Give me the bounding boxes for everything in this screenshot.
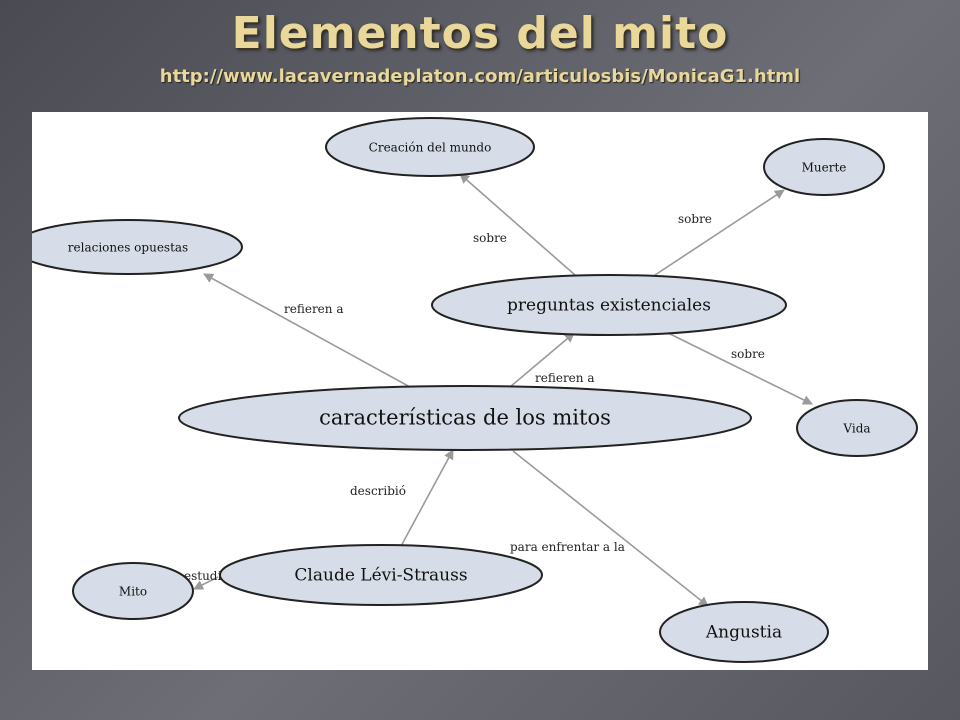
edge-caracteristicas-preguntas bbox=[509, 332, 575, 388]
edge-claude-caracteristicas bbox=[399, 449, 454, 549]
edge-label-describio: describió bbox=[350, 484, 406, 498]
edge-preguntas-creacion bbox=[459, 173, 576, 276]
edge-claude-mito bbox=[193, 576, 219, 590]
edge-label-refieren-relaciones: refieren a bbox=[284, 302, 343, 316]
edge-label-para-enfrentar: para enfrentar a la bbox=[510, 540, 625, 554]
node-preguntas-existenciales bbox=[431, 274, 787, 336]
node-mito bbox=[72, 562, 194, 620]
slide-subtitle-link[interactable]: http://www.lacavernadeplaton.com/articul… bbox=[159, 66, 801, 87]
edge-label-refieren-preguntas: refieren a bbox=[535, 371, 594, 385]
concept-map: sobre sobre sobre refieren a refieren a … bbox=[32, 117, 918, 663]
edge-preguntas-vida bbox=[665, 331, 813, 405]
node-label-relaciones: relaciones opuestas bbox=[68, 241, 188, 255]
slide-title: Elementos del mito bbox=[231, 8, 729, 59]
edge-label-sobre-vida: sobre bbox=[731, 347, 765, 361]
node-claude-levi-strauss bbox=[219, 544, 543, 606]
node-label-vida: Vida bbox=[842, 422, 870, 436]
edge-label-estudio: estudió bbox=[184, 569, 229, 583]
node-label-mito: Mito bbox=[119, 585, 147, 599]
node-muerte bbox=[763, 138, 885, 196]
edge-caracteristicas-angustia bbox=[512, 450, 709, 607]
node-label-muerte: Muerte bbox=[802, 161, 847, 175]
edge-caracteristicas-relaciones bbox=[203, 273, 411, 388]
edge-preguntas-muerte bbox=[651, 189, 785, 278]
edge-label-sobre-creacion: sobre bbox=[473, 231, 507, 245]
edge-label-sobre-muerte: sobre bbox=[678, 212, 712, 226]
node-label-claude: Claude Lévi-Strauss bbox=[294, 566, 467, 586]
node-label-caracteristicas: características de los mitos bbox=[319, 406, 611, 430]
concept-map-panel: sobre sobre sobre refieren a refieren a … bbox=[32, 112, 928, 670]
node-caracteristicas-de-los-mitos bbox=[178, 385, 752, 451]
node-angustia bbox=[659, 601, 829, 663]
node-vida bbox=[796, 399, 918, 457]
node-relaciones-opuestas bbox=[32, 219, 243, 275]
node-creacion-del-mundo bbox=[325, 117, 535, 177]
node-label-preguntas: preguntas existenciales bbox=[507, 296, 711, 316]
node-label-creacion: Creación del mundo bbox=[369, 141, 492, 155]
node-label-angustia: Angustia bbox=[705, 623, 782, 643]
